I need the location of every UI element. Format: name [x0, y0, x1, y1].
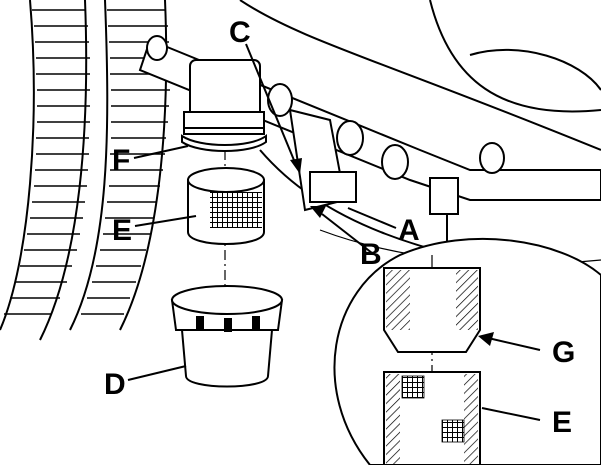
label-f: F — [112, 144, 130, 177]
screen-filter — [187, 167, 265, 245]
label-c: C — [229, 16, 251, 49]
detail-inset — [333, 238, 601, 465]
label-b: B — [360, 238, 382, 271]
label-d: D — [104, 368, 126, 401]
label-a: A — [398, 214, 420, 247]
label-e-main: E — [112, 214, 132, 247]
corrugated-hoses — [0, 0, 170, 341]
filter-bowl — [170, 285, 284, 388]
leader-lines — [127, 43, 541, 421]
label-e-detail: E — [552, 406, 572, 439]
filter-housing-head — [181, 59, 267, 152]
label-g: G — [552, 336, 575, 369]
